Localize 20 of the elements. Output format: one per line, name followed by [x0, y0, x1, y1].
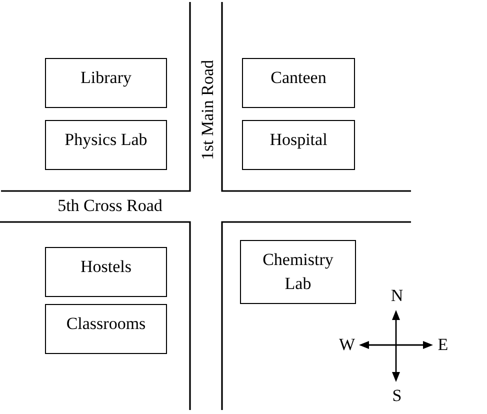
compass-direction-label: E	[438, 335, 448, 355]
building-box	[45, 120, 167, 170]
compass-direction-label: W	[338, 335, 356, 355]
building-name: Canteen	[270, 67, 326, 89]
building-name: Library	[80, 67, 132, 89]
building-name: Physics Lab	[64, 129, 148, 151]
road-name: 5th Cross Road	[58, 196, 162, 216]
compass-direction-label: N	[390, 286, 404, 306]
building-box	[240, 240, 356, 304]
building-box	[45, 58, 167, 108]
building-name: Hostels	[80, 256, 132, 278]
compass-direction-label: S	[392, 386, 402, 406]
building-box	[45, 247, 167, 297]
building-box	[45, 304, 167, 354]
building-box	[242, 58, 355, 108]
building-name: Hospital	[270, 129, 328, 151]
building-box	[242, 120, 355, 170]
building-name: Classrooms	[66, 313, 146, 335]
road-name: 1st Main Road	[198, 60, 218, 160]
building-name: Chemistry Lab	[262, 249, 334, 295]
